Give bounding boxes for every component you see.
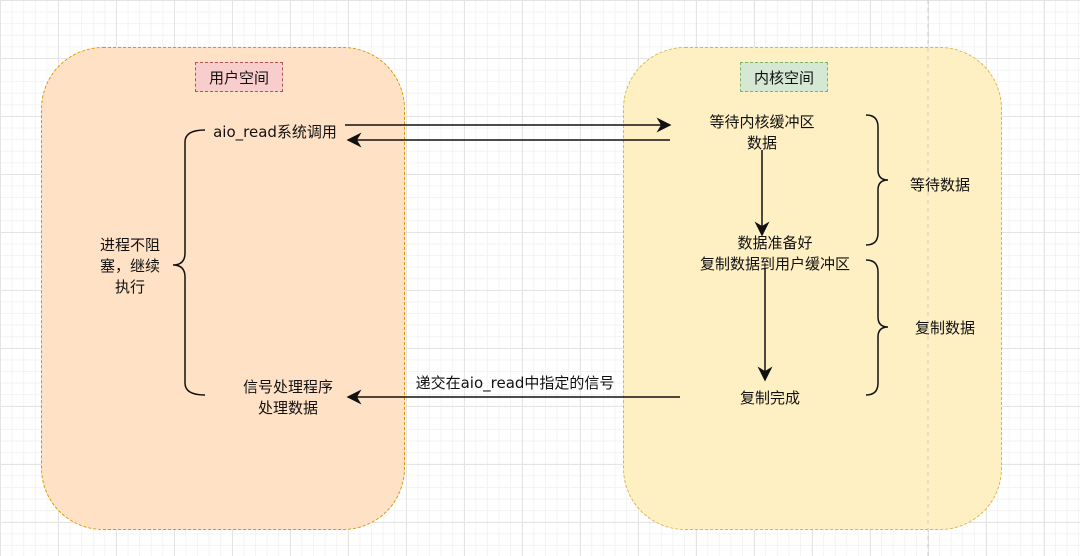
handler-text: 信号处理程序 处理数据 (243, 377, 333, 419)
wait-brace (865, 114, 889, 246)
ready-line: 复制数据到用户缓冲区 (699, 255, 851, 273)
wait-line: 等待内核缓冲区 (709, 113, 815, 131)
kernel-space-title: 内核空间 (740, 62, 828, 92)
ready-text: 数据准备好 复制数据到用户缓冲区 (700, 233, 850, 275)
signal-label: 递交在aio_read中指定的信号 (415, 374, 615, 392)
user-space-title: 用户空间 (195, 62, 283, 92)
copy-done-text: 复制完成 (739, 389, 801, 407)
copy-brace (865, 259, 889, 396)
wait-line: 数据 (746, 134, 778, 152)
nonblocking-text: 进程不阻 塞，继续 执行 (100, 235, 160, 298)
left-brace (172, 129, 206, 396)
kernel-space-container (623, 47, 1002, 530)
nonblocking-line: 执行 (114, 278, 146, 296)
handler-line: 信号处理程序 (242, 378, 334, 396)
nonblocking-line: 进程不阻 (99, 236, 161, 254)
phase-wait-label: 等待数据 (909, 176, 971, 194)
handler-line: 处理数据 (257, 399, 319, 417)
wait-kernel-text: 等待内核缓冲区 数据 (709, 112, 814, 154)
ready-line: 数据准备好 (737, 234, 813, 252)
syscall-text: aio_read系统调用 (213, 123, 337, 141)
phase-copy-label: 复制数据 (914, 319, 976, 337)
nonblocking-line: 塞，继续 (99, 257, 161, 275)
user-space-container (41, 47, 405, 530)
